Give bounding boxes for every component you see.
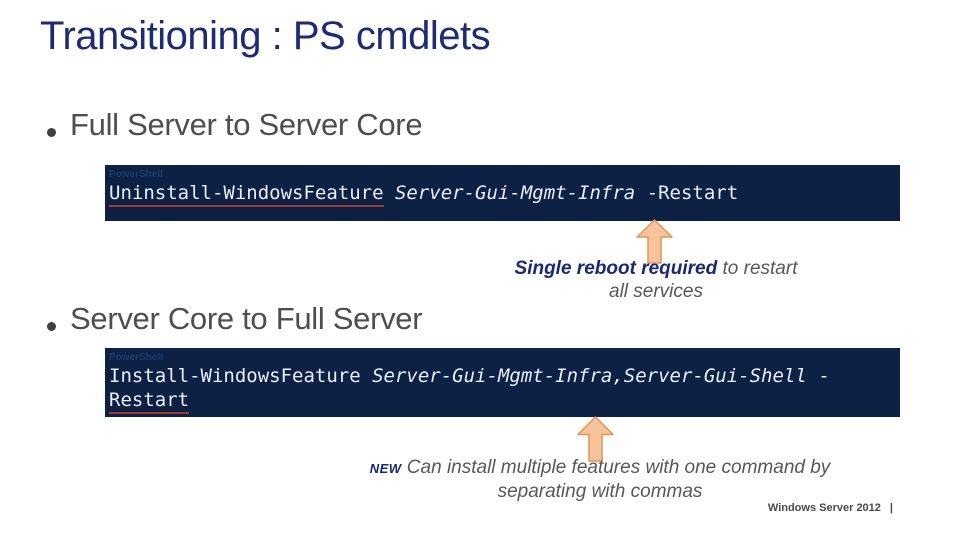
- callout-new-feature: NEW Can install multiple features with o…: [320, 456, 880, 503]
- bullet-dot: [47, 128, 56, 137]
- code-box-install: PowerShell Install-WindowsFeature Server…: [105, 348, 900, 417]
- footer-brand: Windows Server 2012 |: [768, 502, 893, 514]
- callout-line: Single reboot required to restart: [500, 257, 812, 280]
- new-badge: NEW: [369, 461, 402, 476]
- cmdlet-name: Uninstall-WindowsFeature: [109, 182, 384, 207]
- up-arrow-icon: [577, 416, 614, 462]
- code-box-label: PowerShell: [109, 169, 163, 180]
- callout-bold-text: Single reboot required: [514, 258, 718, 279]
- cmdlet-feature-args: Server-Gui-Mgmt-Infra: [383, 182, 636, 204]
- code-line-install-wrapped: Restart: [109, 388, 900, 414]
- footer-brand-text: Windows Server 2012: [767, 502, 881, 514]
- code-line-uninstall: Uninstall-WindowsFeature Server-Gui-Mgmt…: [109, 181, 900, 207]
- bullet-dot: [47, 322, 56, 331]
- up-arrow-icon: [636, 219, 673, 264]
- code-line-install: Install-WindowsFeature Server-Gui-Mgmt-I…: [109, 364, 900, 388]
- code-box-uninstall: PowerShell Uninstall-WindowsFeature Serv…: [105, 165, 900, 221]
- bullet-heading-full-to-core: Full Server to Server Core: [70, 107, 423, 142]
- footer-separator: |: [889, 502, 893, 514]
- code-box-label: PowerShell: [109, 352, 163, 363]
- callout-rest-text: Can install multiple features with one c…: [401, 457, 831, 478]
- cmdlet-feature-args: Server-Gui-Mgmt-Infra,Server-Gui-Shell: [360, 365, 807, 387]
- cmdlet-name: Install-WindowsFeature: [109, 365, 361, 387]
- cmdlet-restart-flag: -Restart: [635, 182, 739, 204]
- callout-rest-text: to restart: [717, 258, 798, 279]
- slide-title: Transitioning : PS cmdlets: [40, 14, 491, 58]
- cmdlet-restart-flag: Restart: [109, 389, 190, 414]
- cmdlet-flag-hyphen: -: [806, 365, 830, 387]
- bullet-heading-core-to-full: Server Core to Full Server: [70, 301, 423, 336]
- callout-single-reboot: Single reboot required to restart all se…: [500, 257, 812, 303]
- callout-line: all services: [609, 281, 703, 302]
- callout-line: separating with commas: [497, 481, 703, 502]
- callout-line: NEW Can install multiple features with o…: [320, 456, 880, 480]
